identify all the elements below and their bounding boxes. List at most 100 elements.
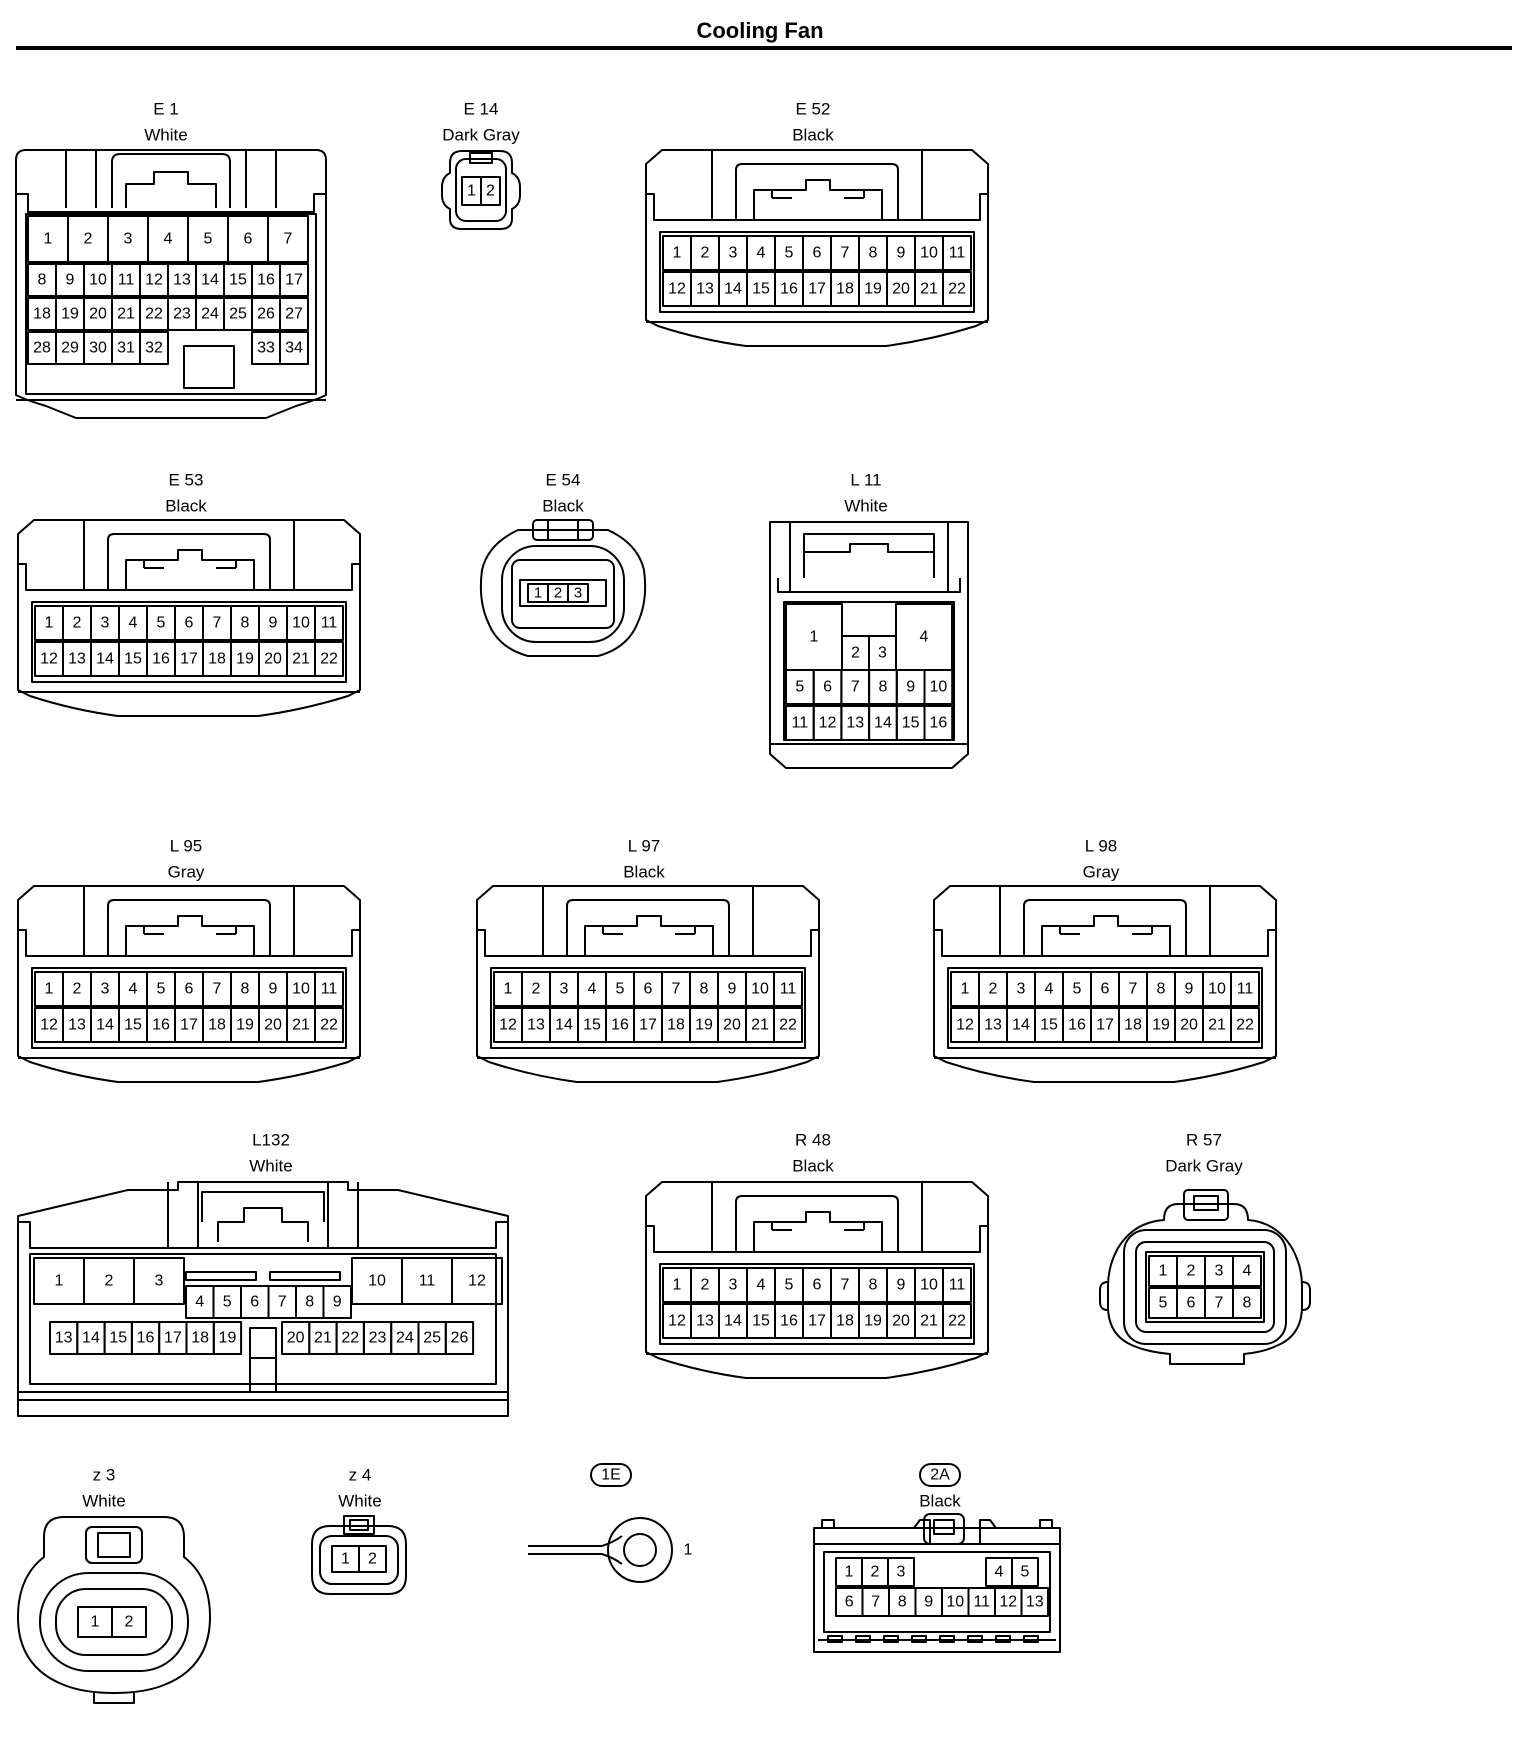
pin-number: 19 — [1152, 1017, 1170, 1034]
outline — [17, 1181, 509, 1417]
pin-number: 4 — [757, 1277, 766, 1294]
outline — [803, 533, 935, 578]
pin-number: 5 — [204, 231, 213, 248]
connector-color: Gray — [1083, 863, 1120, 882]
connector-color: Gray — [168, 863, 205, 882]
outline — [584, 915, 714, 956]
pin-cell — [139, 331, 169, 365]
pin-number: 14 — [201, 272, 219, 289]
connector-id: z 4 — [349, 1466, 372, 1485]
pin-number: 1 — [45, 615, 54, 632]
pin-number: 1 — [845, 1564, 854, 1581]
pin-cell — [773, 1007, 803, 1043]
pin-number: 24 — [201, 306, 219, 323]
pin-number: 19 — [236, 1017, 254, 1034]
pin-number: 20 — [723, 1017, 741, 1034]
pin-number: 1 — [91, 1614, 100, 1631]
outline — [999, 886, 1211, 957]
outline — [646, 193, 988, 221]
latch — [923, 1513, 965, 1545]
pin-number: 22 — [145, 306, 163, 323]
pin-number: 31 — [117, 340, 135, 357]
pin-number: 7 — [278, 1294, 287, 1311]
pin-number: 11 — [780, 981, 797, 998]
pin-cell — [1230, 1007, 1260, 1043]
pin-number: 14 — [555, 1017, 573, 1034]
pin-number: 24 — [396, 1330, 414, 1347]
pin-number: 1 — [673, 245, 682, 262]
pin-number: 6 — [250, 1294, 259, 1311]
pin-number: 21 — [1208, 1017, 1226, 1034]
pin-number: 22 — [320, 651, 338, 668]
pin-number: 19 — [864, 1313, 882, 1330]
outline — [16, 193, 326, 213]
pin-cell — [279, 331, 309, 365]
pin-cell — [1232, 1255, 1262, 1287]
pin-number: 9 — [728, 981, 737, 998]
pin-number: 1 — [341, 1551, 350, 1568]
outline — [855, 1635, 871, 1643]
pin-cell — [314, 641, 344, 677]
pin-number: 6 — [813, 245, 822, 262]
pin-number: 3 — [124, 231, 133, 248]
pin-number: 29 — [61, 340, 79, 357]
pin-panel — [659, 1263, 975, 1345]
pin-number: 33 — [257, 340, 275, 357]
outline — [827, 1635, 843, 1643]
pin-number: 1 — [810, 629, 819, 646]
pin-number: 12 — [999, 1594, 1017, 1611]
pin-number: 6 — [185, 981, 194, 998]
pin-number: 12 — [819, 715, 837, 732]
pin-number: 1 — [673, 1277, 682, 1294]
pin-number: 15 — [752, 281, 770, 298]
pin-number: 22 — [320, 1017, 338, 1034]
pin-number: 11 — [321, 981, 338, 998]
pin-number: 3 — [897, 1564, 906, 1581]
outline — [777, 578, 961, 593]
pin-number: 17 — [639, 1017, 657, 1034]
pin-number: 18 — [667, 1017, 685, 1034]
pin-number: 1 — [504, 981, 513, 998]
pin-panel — [947, 967, 1263, 1049]
pin-number: 4 — [1243, 1263, 1252, 1280]
pin-number: 13 — [527, 1017, 545, 1034]
pin-number: 20 — [264, 651, 282, 668]
pin-cell — [314, 971, 344, 1007]
pin-number: 2 — [851, 645, 860, 662]
connector-color: Dark Gray — [442, 126, 520, 145]
pin-number: 6 — [1101, 981, 1110, 998]
outline — [646, 1225, 988, 1253]
pin-number: 17 — [808, 281, 826, 298]
pin-number: 10 — [368, 1273, 386, 1290]
pin-number: 7 — [851, 679, 860, 696]
pin-number: 19 — [219, 1330, 237, 1347]
pin-number: 7 — [213, 615, 222, 632]
outline — [601, 1535, 623, 1547]
pin-number: 10 — [89, 272, 107, 289]
pin-number: 18 — [208, 1017, 226, 1034]
pin-number: 5 — [785, 245, 794, 262]
pin-number: 4 — [588, 981, 597, 998]
pin-number: 17 — [164, 1330, 182, 1347]
pin-number: 19 — [61, 306, 79, 323]
pin-number: 13 — [846, 715, 864, 732]
outline — [1099, 1281, 1109, 1311]
pin-number: 3 — [560, 981, 569, 998]
pin-number: 11 — [792, 715, 809, 732]
pin-number: 5 — [1159, 1295, 1168, 1312]
pin-number: 25 — [423, 1330, 441, 1347]
pin-number: 21 — [920, 281, 938, 298]
pin-number: 5 — [157, 615, 166, 632]
pin-number: 6 — [185, 615, 194, 632]
pin-number: 2 — [486, 183, 495, 200]
outline — [813, 1527, 1061, 1653]
pin-number: 15 — [902, 715, 920, 732]
pin-number: 10 — [292, 615, 310, 632]
pin-number: 11 — [1237, 981, 1254, 998]
pin-cell — [773, 971, 803, 1007]
outline — [217, 1207, 309, 1242]
pin-number: 12 — [668, 281, 686, 298]
pin-number: 13 — [173, 272, 191, 289]
